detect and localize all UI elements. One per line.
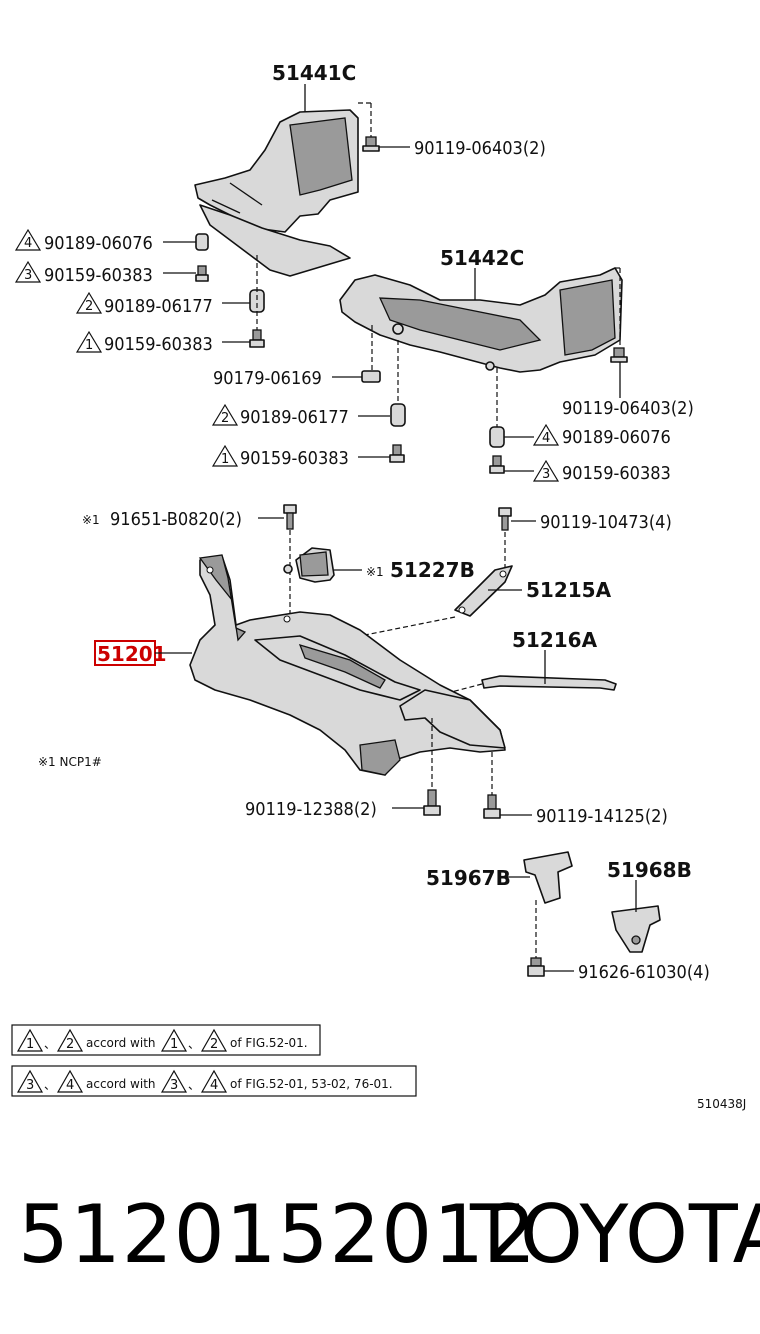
part-51201-crossmember [189, 554, 506, 776]
svg-text:、: 、 [44, 1078, 56, 1092]
label-90159-60383-mid1: 90159-60383 [240, 448, 349, 469]
callout-51967B: 51967B [426, 866, 511, 890]
callout-51227B: 51227B [390, 558, 475, 582]
callout-51215A: 51215A [526, 578, 612, 602]
svg-text:1: 1 [85, 338, 93, 353]
brand-name: TOYOTA [470, 1188, 760, 1281]
bolt-icon [423, 789, 441, 816]
triangle-badge: 3 [532, 459, 560, 482]
screw-icon [389, 444, 405, 463]
label-90159-60383-right3: 90159-60383 [562, 463, 671, 484]
label-90119-12388: 90119-12388(2) [245, 799, 377, 820]
note-box-1: 1 、 2 accord with 1 、 2 of FIG.52-01. [11, 1024, 321, 1056]
label-91651-B0820: 91651-B0820(2) [110, 509, 242, 530]
highlight-box-51201[interactable] [94, 640, 156, 666]
svg-text:accord with: accord with [86, 1077, 156, 1091]
label-90119-14125: 90119-14125(2) [536, 806, 668, 827]
label-90189-06076-right: 90189-06076 [562, 427, 671, 448]
note-box-2: 3 、 4 accord with 3 、 4 of FIG.52-01, 53… [11, 1065, 417, 1097]
svg-text:3: 3 [170, 1078, 178, 1093]
part-51968B-bracket [611, 905, 661, 953]
svg-text:4: 4 [210, 1078, 218, 1093]
svg-text:1: 1 [170, 1037, 178, 1052]
svg-text:1: 1 [221, 452, 229, 467]
label-90119-06403-right: 90119-06403(2) [562, 398, 694, 419]
svg-text:4: 4 [66, 1078, 74, 1093]
label-90159-60383-left3: 90159-60383 [44, 265, 153, 286]
svg-text:1: 1 [26, 1037, 34, 1052]
svg-text:2: 2 [221, 411, 229, 426]
callout-51216A: 51216A [512, 628, 598, 652]
part-51441C-cover [194, 109, 359, 277]
svg-text:of FIG.52-01, 53-02, 76-01.: of FIG.52-01, 53-02, 76-01. [230, 1077, 393, 1091]
svg-text:、: 、 [188, 1037, 200, 1051]
part-51227B-bracket [283, 547, 335, 583]
callout-51201[interactable]: 51201 [97, 642, 167, 666]
clip-icon [249, 289, 265, 313]
bolt-icon [283, 504, 297, 530]
bolt-icon [362, 136, 380, 152]
bolt-icon [483, 794, 501, 819]
label-90119-06403-top: 90119-06403(2) [414, 138, 546, 159]
callout-51442C: 51442C [440, 246, 524, 270]
triangle-badge: 2 [75, 291, 103, 314]
part-51215A-brace [454, 565, 513, 617]
label-90189-06177-left: 90189-06177 [104, 296, 213, 317]
svg-text:2: 2 [85, 299, 93, 314]
callout-51968B: 51968B [607, 858, 692, 882]
label-90189-06076-left: 90189-06076 [44, 233, 153, 254]
part-51442C-cover [339, 267, 623, 373]
svg-text:4: 4 [542, 431, 550, 446]
triangle-badge: 1 [211, 444, 239, 467]
svg-text:of FIG.52-01.: of FIG.52-01. [230, 1036, 308, 1050]
svg-text:3: 3 [26, 1078, 34, 1093]
note-mark: ※1 [82, 513, 100, 527]
triangle-badge: 2 [211, 403, 239, 426]
parts-diagram: 51441C 90119-06403(2) 4 90189-06076 3 90… [11, 61, 746, 1111]
screw-icon [489, 455, 505, 474]
bolt-icon [498, 507, 512, 531]
label-90179-06169: 90179-06169 [213, 368, 322, 389]
triangle-badge: 1 [75, 330, 103, 353]
clip-icon [489, 426, 505, 448]
triangle-badge: 4 [14, 228, 42, 251]
bolt-icon [527, 957, 545, 977]
label-90159-60383-left1: 90159-60383 [104, 334, 213, 355]
svg-text:、: 、 [44, 1037, 56, 1051]
svg-text:2: 2 [66, 1037, 74, 1052]
ncp-note: ※1 NCP1# [38, 755, 102, 769]
clip-icon [195, 233, 209, 251]
screw-icon [195, 265, 209, 282]
clip-icon [390, 403, 406, 427]
label-90119-10473: 90119-10473(4) [540, 512, 672, 533]
svg-text:、: 、 [188, 1078, 200, 1092]
triangle-badge: 3 [14, 260, 42, 283]
label-90189-06177-mid: 90189-06177 [240, 407, 349, 428]
svg-text:3: 3 [542, 467, 550, 482]
screw-icon [249, 329, 265, 348]
note-mark: ※1 [366, 565, 384, 579]
svg-text:3: 3 [24, 268, 32, 283]
svg-text:2: 2 [210, 1037, 218, 1052]
figure-id: 510438J [697, 1097, 746, 1111]
label-91626-61030: 91626-61030(4) [578, 962, 710, 983]
nut-icon [361, 370, 381, 383]
part-51216A-brace [481, 675, 617, 691]
triangle-badge: 4 [532, 423, 560, 446]
svg-text:accord with: accord with [86, 1036, 156, 1050]
part-number: 5120152012 [18, 1188, 537, 1281]
callout-51441C: 51441C [272, 61, 356, 85]
bolt-icon [610, 347, 628, 363]
part-51967B-bracket [523, 851, 573, 904]
svg-text:4: 4 [24, 236, 32, 251]
